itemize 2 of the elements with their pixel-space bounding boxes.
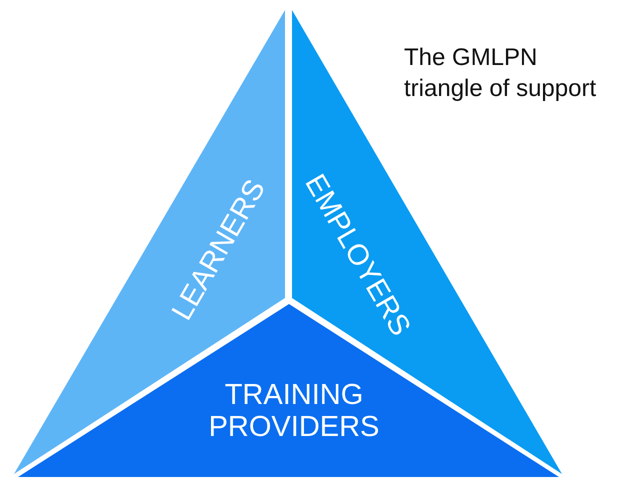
segment-label: TRAINING PROVIDERS [208,378,380,444]
diagram-title: The GMLPN triangle of support [404,43,598,104]
